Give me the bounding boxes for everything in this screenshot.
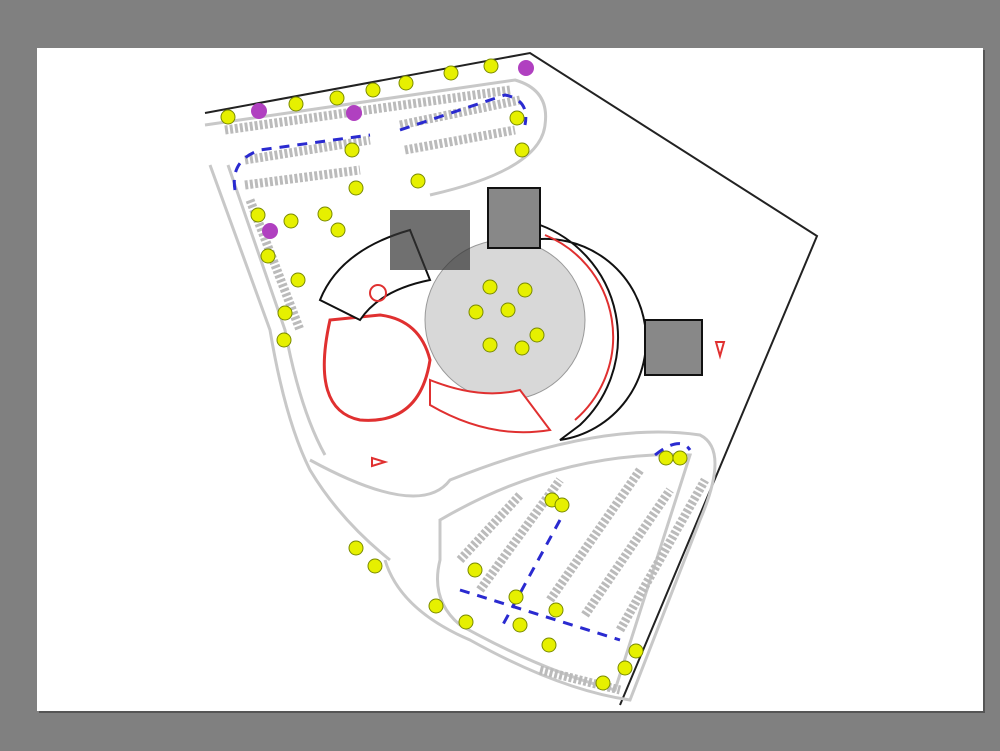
service-block bbox=[390, 210, 470, 270]
east-block bbox=[644, 319, 703, 376]
tree-icon bbox=[344, 142, 360, 158]
traffic-arrow-icon bbox=[399, 93, 528, 132]
tree-icon bbox=[250, 207, 266, 223]
north-arrow-icon bbox=[371, 456, 389, 468]
tree-icon bbox=[548, 602, 564, 618]
parking-row bbox=[224, 85, 511, 135]
tree-icon bbox=[514, 142, 530, 158]
tree-icon bbox=[467, 562, 483, 578]
tree-icon bbox=[529, 327, 545, 343]
parking-row bbox=[399, 95, 521, 130]
tree-icon bbox=[288, 96, 304, 112]
road-edge-west bbox=[208, 164, 391, 562]
tree-icon bbox=[468, 304, 484, 320]
site-boundary bbox=[204, 51, 819, 706]
tree-icon bbox=[290, 272, 306, 288]
traffic-arrow-icon bbox=[232, 133, 371, 191]
tree-icon bbox=[514, 340, 530, 356]
tree-icon bbox=[509, 110, 525, 126]
parking-rows bbox=[224, 85, 709, 695]
tree-icon bbox=[458, 614, 474, 630]
tree-icon bbox=[512, 617, 528, 633]
parking-row bbox=[546, 467, 644, 603]
building-complex bbox=[318, 187, 703, 441]
outer-ring-wing bbox=[527, 223, 648, 441]
tree-icon bbox=[220, 109, 236, 125]
tree-icon bbox=[329, 90, 345, 106]
tree-icon bbox=[348, 180, 364, 196]
parking-row bbox=[581, 487, 674, 618]
parking-row bbox=[476, 477, 564, 593]
traffic-arrow-icon bbox=[498, 519, 562, 631]
tree-icon bbox=[276, 332, 292, 348]
north-arrow-icon bbox=[714, 341, 726, 360]
road-north-loop bbox=[204, 78, 548, 197]
tree-icon bbox=[330, 222, 346, 238]
tree-icon bbox=[367, 558, 383, 574]
tree-icon bbox=[482, 337, 498, 353]
tree-icon bbox=[672, 450, 688, 466]
stage-circle bbox=[369, 284, 387, 302]
flowering-tree-icon bbox=[251, 103, 267, 119]
tree-icon bbox=[398, 75, 414, 91]
flowering-tree-icon bbox=[262, 223, 278, 239]
theatre-hall bbox=[322, 313, 432, 422]
tree-icon bbox=[500, 302, 516, 318]
tree-icon bbox=[260, 248, 276, 264]
tree-icon bbox=[428, 598, 444, 614]
outer-ring-fire-line bbox=[544, 234, 615, 421]
tree-icon bbox=[443, 65, 459, 81]
tree-icon bbox=[410, 173, 426, 189]
tree-icon bbox=[628, 643, 644, 659]
tree-icon bbox=[658, 450, 674, 466]
tree-icon bbox=[617, 660, 633, 676]
tree-icon bbox=[277, 305, 293, 321]
trees bbox=[220, 58, 688, 691]
traffic-arrow-icon bbox=[654, 442, 692, 457]
tree-icon bbox=[348, 540, 364, 556]
tree-icon bbox=[283, 213, 299, 229]
tree-icon bbox=[595, 675, 611, 691]
tree-icon bbox=[541, 637, 557, 653]
tree-icon bbox=[483, 58, 499, 74]
tree-icon bbox=[317, 206, 333, 222]
parking-row bbox=[538, 665, 622, 695]
flowering-tree-icon bbox=[518, 60, 534, 76]
parking-row bbox=[245, 198, 305, 332]
tree-icon bbox=[508, 589, 524, 605]
parking-row bbox=[244, 165, 361, 190]
parking-row bbox=[404, 125, 516, 155]
road-south-loop bbox=[309, 430, 717, 702]
south-wing bbox=[429, 378, 552, 434]
parking-row bbox=[616, 477, 709, 633]
tree-icon bbox=[365, 82, 381, 98]
traffic-arrow-icon bbox=[459, 588, 621, 642]
tree-icon bbox=[482, 279, 498, 295]
flowering-tree-icon bbox=[346, 105, 362, 121]
tree-icon bbox=[554, 497, 570, 513]
tree-icon bbox=[517, 282, 533, 298]
road-edge-west-inner bbox=[226, 164, 327, 456]
north-block bbox=[487, 187, 541, 249]
traffic-arrows bbox=[232, 93, 692, 642]
